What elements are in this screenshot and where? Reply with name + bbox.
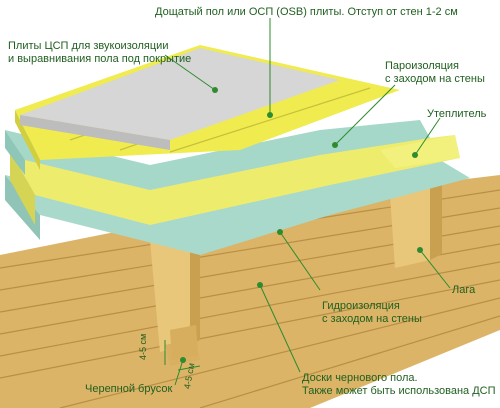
top-board-layer: [20, 48, 340, 150]
label-subfloor: Доски чернового пола. Также может быть и…: [302, 372, 496, 398]
label-subfloor-line2: Также может быть использована ДСП: [302, 385, 496, 397]
label-vapor-line2: с заходом на стены: [385, 73, 485, 85]
vapor-barrier-layer: [5, 120, 430, 190]
cranial-bar: [170, 325, 198, 360]
label-subfloor-line1: Доски чернового пола.: [302, 372, 418, 384]
label-dsp-line1: Плиты ЦСП для звукоизоляции: [8, 40, 169, 52]
label-top-board: Дощатый пол или ОСП (OSB) плиты. Отступ …: [155, 6, 458, 18]
label-water-line1: Гидроизоляция: [322, 300, 400, 312]
label-waterproofing: Гидроизоляция с заходом на стены: [322, 300, 422, 326]
label-water-line2: с заходом на стены: [322, 313, 422, 325]
insulation-layer: [10, 135, 460, 225]
leader-dots: [180, 87, 423, 363]
dimension-marks: [164, 340, 201, 371]
waterproofing-layer: [5, 160, 470, 255]
label-vapor-barrier: Пароизоляция с заходом на стены: [385, 60, 485, 86]
label-dsp-plates: Плиты ЦСП для звукоизоляции и выравниван…: [8, 40, 191, 66]
label-insulation: Утеплитель: [427, 108, 487, 120]
label-dsp-line2: и выравнивания пола под покрытие: [8, 53, 192, 65]
label-joist: Лага: [452, 284, 476, 296]
label-cranial-bar: Черепной брусок: [85, 383, 173, 395]
label-vapor-line1: Пароизоляция: [385, 60, 459, 72]
leader-lines: [164, 18, 451, 386]
dim-vertical: 4-5 см: [138, 333, 148, 360]
